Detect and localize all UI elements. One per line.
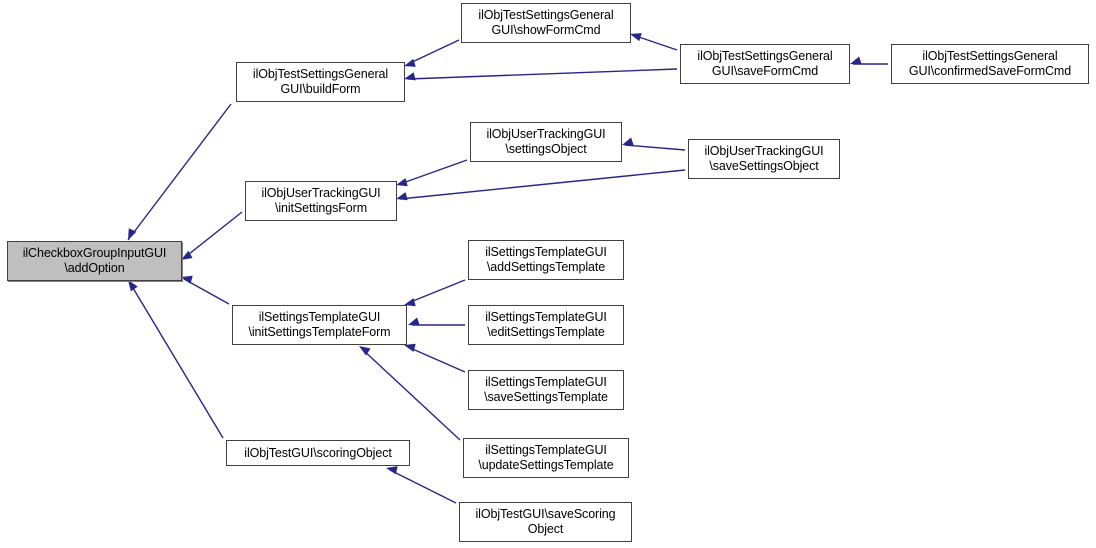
- graph-edge: [389, 469, 457, 504]
- graph-node-saveSettingsObject[interactable]: ilObjUserTrackingGUI \saveSettingsObject: [688, 139, 840, 179]
- graph-edge: [624, 144, 686, 151]
- graph-edge-arrowhead: [181, 250, 193, 260]
- graph-edge-arrowhead: [630, 33, 642, 42]
- graph-node-label: ilSettingsTemplateGUI \updateSettingsTem…: [478, 443, 614, 472]
- graph-node-initSettingsTemplateForm[interactable]: ilSettingsTemplateGUI \initSettingsTempl…: [232, 305, 407, 345]
- graph-node-saveSettingsTemplate[interactable]: ilSettingsTemplateGUI \saveSettingsTempl…: [468, 370, 624, 410]
- graph-edge: [407, 279, 466, 304]
- graph-edge: [129, 282, 224, 439]
- graph-node-settingsObject[interactable]: ilObjUserTrackingGUI \settingsObject: [470, 122, 622, 162]
- graph-edge-arrowhead: [359, 346, 371, 356]
- graph-node-saveFormCmd[interactable]: ilObjTestSettingsGeneral GUI\saveFormCmd: [680, 44, 850, 84]
- graph-edge: [632, 34, 678, 51]
- graph-edge-arrowhead: [622, 137, 634, 146]
- graph-edge-arrowhead: [386, 466, 398, 475]
- graph-edge: [407, 39, 460, 65]
- graph-edge-arrowhead: [396, 178, 408, 187]
- graph-node-addSettingsTemplate[interactable]: ilSettingsTemplateGUI \addSettingsTempla…: [468, 240, 624, 280]
- graph-node-label: ilObjTestSettingsGeneral GUI\confirmedSa…: [908, 49, 1072, 78]
- graph-node-editSettingsTemplate[interactable]: ilSettingsTemplateGUI \editSettingsTempl…: [468, 305, 624, 345]
- graph-node-label: ilObjUserTrackingGUI \initSettingsForm: [261, 186, 381, 215]
- graph-node-label: ilSettingsTemplateGUI \addSettingsTempla…: [485, 245, 607, 274]
- graph-edge-arrowhead: [128, 228, 137, 240]
- graph-node-showFormCmd[interactable]: ilObjTestSettingsGeneral GUI\showFormCmd: [461, 3, 631, 43]
- graph-node-confirmedSaveFormCmd[interactable]: ilObjTestSettingsGeneral GUI\confirmedSa…: [891, 44, 1089, 84]
- graph-node-label: ilObjTestGUI\scoringObject: [244, 445, 392, 460]
- graph-node-initSettingsForm[interactable]: ilObjUserTrackingGUI \initSettingsForm: [245, 181, 397, 221]
- graph-node-label: ilCheckboxGroupInputGUI \addOption: [22, 246, 167, 275]
- graph-edge-arrowhead: [408, 317, 420, 326]
- graph-node-updateSettingsTemplate[interactable]: ilSettingsTemplateGUI \updateSettingsTem…: [463, 438, 629, 478]
- graph-edge: [183, 211, 243, 259]
- graph-edge: [361, 348, 461, 441]
- graph-edge: [407, 68, 678, 80]
- graph-node-label: ilObjTestGUI\saveScoring Object: [475, 507, 616, 536]
- graph-edge: [399, 169, 686, 200]
- graph-node-label: ilObjTestSettingsGeneral GUI\saveFormCmd: [697, 49, 833, 78]
- graph-node-label: ilObjTestSettingsGeneral GUI\showFormCmd: [478, 8, 614, 37]
- graph-node-addOption: ilCheckboxGroupInputGUI \addOption: [7, 241, 182, 281]
- graph-edge: [127, 103, 232, 241]
- graph-node-label: ilObjTestSettingsGeneral GUI\buildForm: [252, 67, 389, 96]
- graph-edge-arrowhead: [396, 192, 408, 201]
- graph-edge-arrowhead: [181, 275, 193, 284]
- graph-node-label: ilSettingsTemplateGUI \editSettingsTempl…: [485, 310, 607, 339]
- graph-edge: [183, 278, 230, 305]
- graph-node-buildForm[interactable]: ilObjTestSettingsGeneral GUI\buildForm: [236, 62, 405, 102]
- graph-node-label: ilSettingsTemplateGUI \initSettingsTempl…: [248, 310, 391, 339]
- graph-edge-arrowhead: [128, 280, 138, 292]
- graph-edge-arrowhead: [850, 56, 862, 65]
- graph-edge-arrowhead: [404, 58, 416, 67]
- graph-node-saveScoringObject[interactable]: ilObjTestGUI\saveScoring Object: [459, 502, 632, 542]
- graph-edge: [399, 159, 468, 185]
- graph-edge: [407, 346, 466, 373]
- graph-node-label: ilObjUserTrackingGUI \saveSettingsObject: [704, 144, 824, 173]
- graph-edge-arrowhead: [404, 72, 416, 81]
- graph-node-label: ilSettingsTemplateGUI \saveSettingsTempl…: [484, 375, 608, 404]
- graph-node-scoringObject[interactable]: ilObjTestGUI\scoringObject: [226, 440, 410, 466]
- graph-node-label: ilObjUserTrackingGUI \settingsObject: [486, 127, 606, 156]
